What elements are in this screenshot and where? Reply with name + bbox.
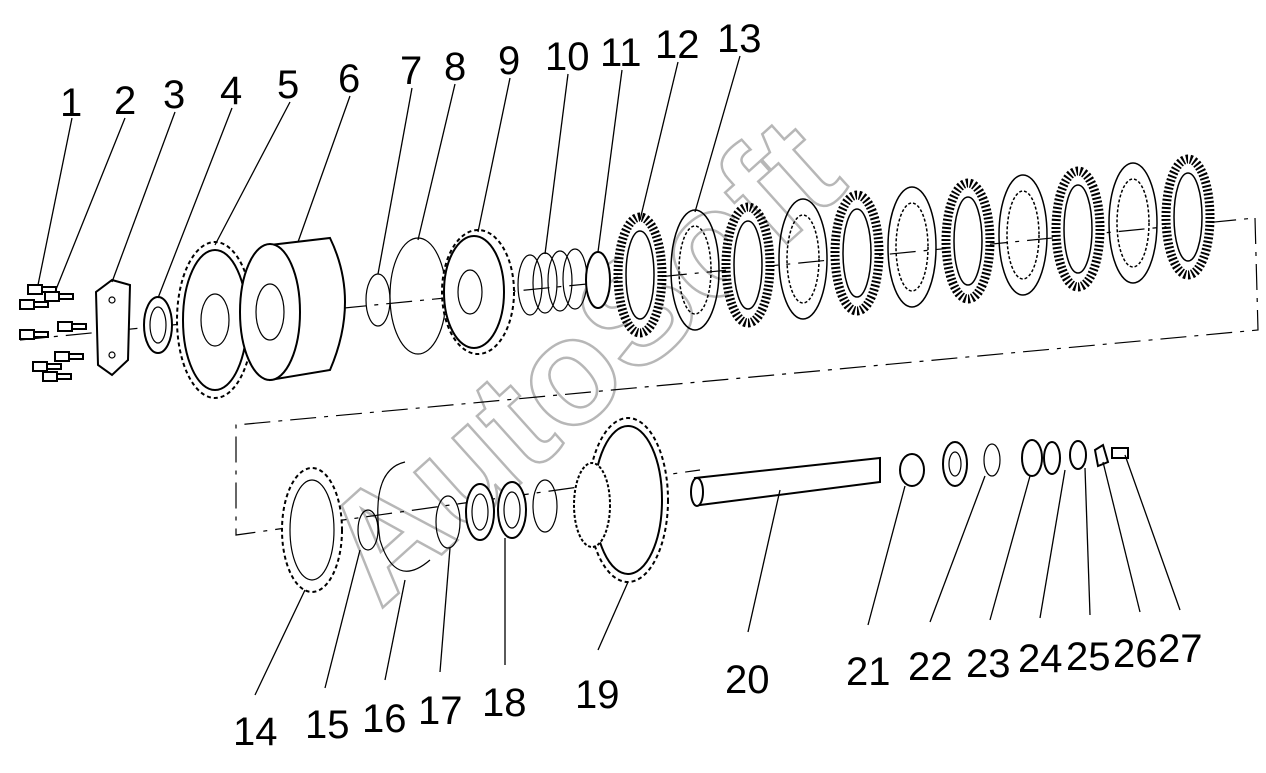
callout-26: 26 — [1113, 632, 1158, 676]
lock-plate — [1093, 443, 1110, 468]
callout-2: 2 — [114, 79, 136, 123]
watermark: AutoSoft — [289, 85, 872, 633]
callout-13: 13 — [717, 17, 762, 61]
o-ring — [365, 273, 391, 327]
callout-7: 7 — [400, 49, 422, 93]
callout-5: 5 — [277, 63, 299, 107]
leader-lines — [37, 55, 1181, 696]
bearing — [143, 296, 173, 354]
washer — [1069, 440, 1087, 470]
bearing-pair — [465, 483, 495, 541]
callout-24: 24 — [1018, 637, 1063, 681]
callout-22: 22 — [908, 645, 953, 689]
callout-18: 18 — [482, 681, 527, 725]
callout-23: 23 — [966, 642, 1011, 686]
shaft — [693, 456, 881, 507]
hub — [1021, 439, 1043, 477]
sleeve — [899, 453, 925, 487]
callout-1: 1 — [60, 81, 82, 125]
retainer-plate — [94, 278, 132, 377]
callout-21: 21 — [846, 650, 891, 694]
end-bolt — [1111, 447, 1129, 459]
callout-9: 9 — [498, 39, 520, 83]
ring-right — [983, 443, 1001, 477]
connector-frame — [235, 217, 1259, 536]
callout-14: 14 — [233, 710, 278, 754]
snap-ring-large — [377, 461, 431, 572]
callout-8: 8 — [444, 45, 466, 89]
bearing-right — [942, 441, 968, 487]
callout-27: 27 — [1158, 627, 1203, 671]
ring — [435, 495, 461, 549]
callout-19: 19 — [575, 673, 620, 717]
callout-15: 15 — [305, 703, 350, 747]
callout-16: 16 — [362, 697, 407, 741]
callout-20: 20 — [725, 658, 770, 702]
callout-numbers: 1 2 3 4 5 6 7 8 9 10 11 12 13 14 15 16 1… — [60, 17, 1203, 754]
callout-25: 25 — [1066, 635, 1111, 679]
callout-10: 10 — [545, 35, 590, 79]
callout-3: 3 — [163, 73, 185, 117]
clutch-disc-pack — [613, 154, 1215, 338]
lower-gear-plate — [281, 467, 343, 593]
callout-11: 11 — [600, 31, 642, 75]
spring-retainer — [585, 251, 611, 309]
callout-17: 17 — [418, 689, 463, 733]
callout-12: 12 — [655, 23, 700, 67]
callout-6: 6 — [338, 57, 360, 101]
snap-ring-small — [357, 509, 379, 551]
bolt-group — [19, 284, 87, 382]
seal-ring — [389, 237, 447, 355]
callout-4: 4 — [220, 69, 242, 113]
